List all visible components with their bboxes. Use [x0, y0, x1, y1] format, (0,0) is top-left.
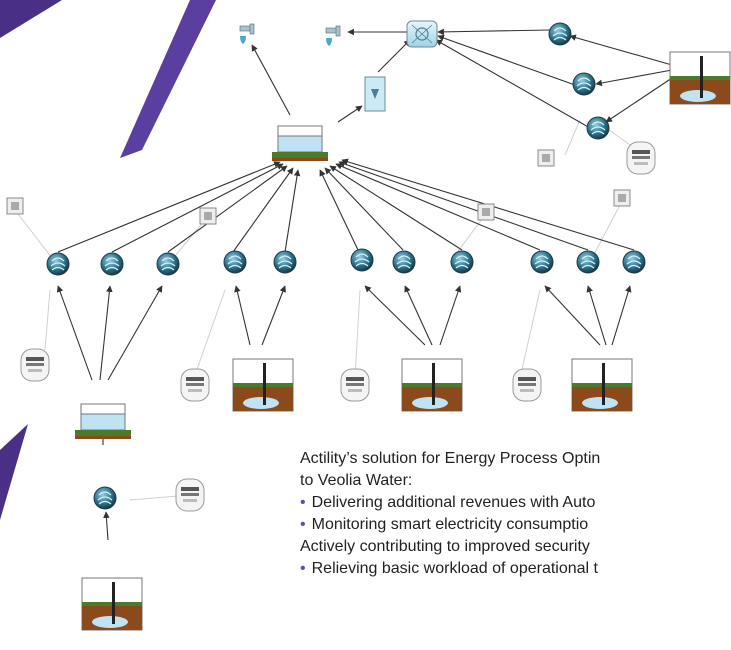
electricity-meter-icon[interactable]	[20, 348, 50, 382]
pump-icon[interactable]	[100, 252, 124, 276]
description-line: to Veolia Water:	[300, 472, 413, 489]
electricity-meter-icon[interactable]	[180, 368, 210, 402]
bullet-item: Relieving basic workload of operational …	[300, 558, 731, 580]
electricity-meter-icon[interactable]	[626, 141, 656, 175]
electricity-meter-icon[interactable]	[175, 478, 205, 512]
pump-icon[interactable]	[548, 22, 572, 46]
well-icon[interactable]	[81, 577, 143, 631]
pump-icon[interactable]	[450, 250, 474, 274]
lower-tank[interactable]	[74, 403, 132, 440]
central-tank[interactable]	[271, 125, 329, 162]
pump-icon[interactable]	[572, 72, 596, 96]
purple-band-left-top	[0, 0, 62, 38]
group-icon[interactable]	[6, 197, 24, 215]
distribution-hub-icon[interactable]	[406, 20, 438, 48]
purple-band-left-bottom	[0, 424, 28, 520]
description-line: Actively contributing to improved securi…	[300, 538, 590, 555]
well-icon[interactable]	[571, 358, 633, 412]
group-icon[interactable]	[537, 149, 555, 167]
group-icon[interactable]	[199, 207, 217, 225]
pump-icon[interactable]	[530, 250, 554, 274]
group-icon[interactable]	[613, 189, 631, 207]
group-icon[interactable]	[477, 203, 495, 221]
pump-icon[interactable]	[273, 250, 297, 274]
electricity-meter-icon[interactable]	[340, 368, 370, 402]
pump-icon[interactable]	[622, 250, 646, 274]
flow-meter-icon[interactable]	[364, 76, 386, 112]
pump-icon[interactable]	[93, 486, 117, 510]
pump-icon[interactable]	[576, 250, 600, 274]
well-icon[interactable]	[232, 358, 294, 412]
bullet-item: Delivering additional revenues with Auto	[300, 492, 731, 514]
well-icon[interactable]	[669, 51, 731, 105]
description-line: Actility’s solution for Energy Process O…	[300, 450, 601, 467]
pump-icon[interactable]	[350, 248, 374, 272]
pump-icon[interactable]	[392, 250, 416, 274]
pump-icon[interactable]	[223, 250, 247, 274]
pump-icon[interactable]	[156, 252, 180, 276]
well-icon[interactable]	[401, 358, 463, 412]
purple-band-diagonal	[120, 0, 216, 158]
faucet-icon[interactable]	[325, 25, 341, 47]
pump-icon[interactable]	[586, 116, 610, 140]
flow-connections	[56, 28, 673, 541]
faucet-icon[interactable]	[239, 23, 255, 45]
bullet-item: Monitoring smart electricity consumptio	[300, 514, 731, 536]
pump-icon[interactable]	[46, 252, 70, 276]
light-connections	[14, 119, 641, 501]
electricity-meter-icon[interactable]	[512, 368, 542, 402]
description-text: Actility’s solution for Energy Process O…	[300, 448, 731, 580]
